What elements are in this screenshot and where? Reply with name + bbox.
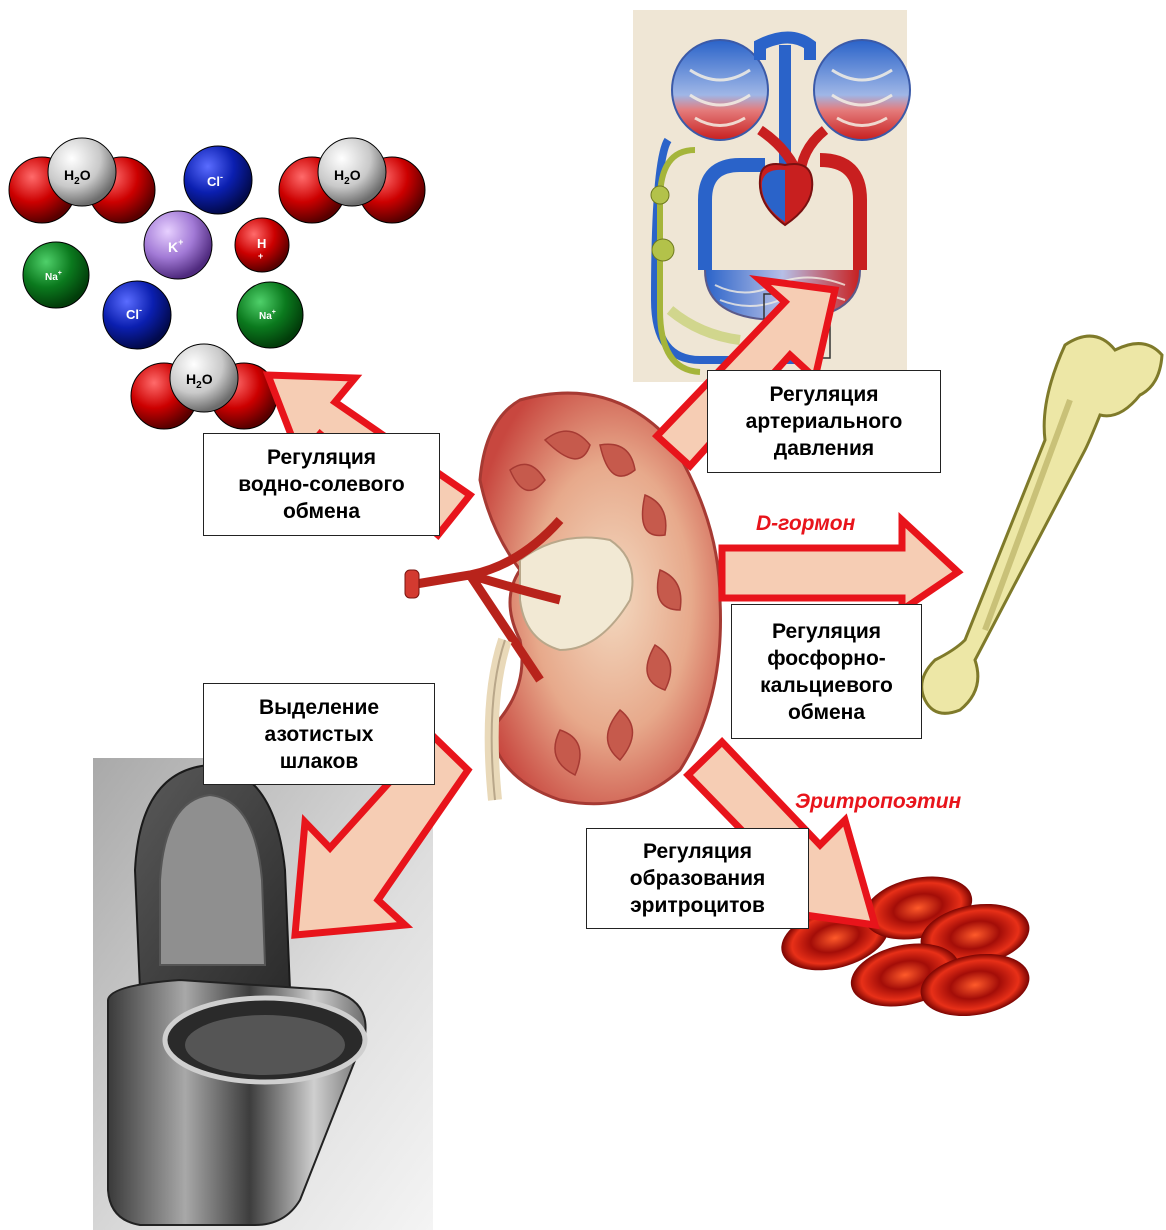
hydrogen-ion: H +: [235, 218, 289, 272]
label-phosphorus-calcium-regulation: Регуляция фосфорно- кальциевого обмена: [731, 604, 922, 739]
label-water-salt-regulation: Регуляция водно-солевого обмена: [203, 433, 440, 536]
sodium-ion: Na+: [237, 282, 303, 348]
water-molecule: H2O: [9, 138, 155, 223]
rbc-cells: [774, 867, 1034, 1024]
svg-text:+: +: [258, 251, 263, 261]
water-molecule: H2O: [131, 344, 277, 429]
d-hormone-label: D-гормон: [756, 512, 855, 536]
svg-text:H: H: [257, 236, 266, 251]
ion-cluster: H2O Cl- H2O Na+ K+ H + Cl- Na+: [0, 0, 440, 440]
label-erythrocyte-regulation: Регуляция образования эритроцитов: [586, 828, 809, 929]
chloride-ion: Cl-: [103, 281, 171, 349]
chloride-ion: Cl-: [184, 146, 252, 214]
erythropoietin-label: Эритропоэтин: [795, 790, 961, 814]
label-nitrogen-waste-excretion: Выделение азотистых шлаков: [203, 683, 435, 785]
label-blood-pressure-regulation: Регуляция артериального давления: [707, 370, 941, 473]
water-molecule: H2O: [279, 138, 425, 223]
potassium-ion: K+: [144, 211, 212, 279]
sodium-ion: Na+: [23, 242, 89, 308]
